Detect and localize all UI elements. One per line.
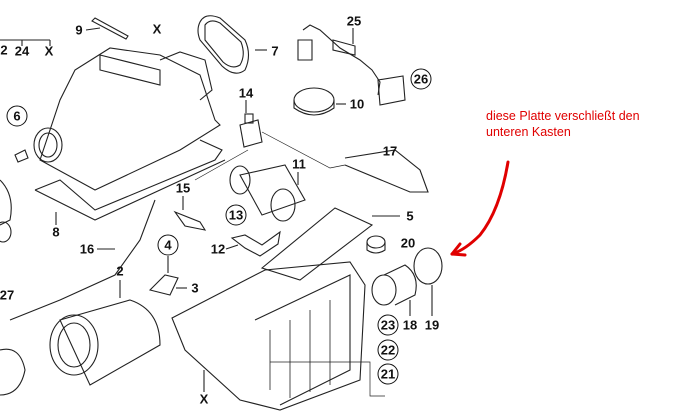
label-18: 18 (402, 317, 418, 333)
label-13: 13 (225, 204, 247, 226)
red-arrow-icon (450, 160, 510, 256)
filter-2 (59, 299, 161, 386)
label-27: 27 (0, 287, 15, 303)
label-3: 3 (191, 280, 199, 296)
label-x: X (152, 21, 162, 37)
label-23: 23 (377, 314, 399, 336)
leader-lines (0, 39, 51, 46)
label-22-partial: 2 (0, 42, 8, 58)
label-19: 19 (424, 317, 440, 333)
label-20: 20 (400, 235, 416, 251)
part-15 (173, 210, 207, 231)
label-15: 15 (175, 180, 191, 196)
label-2: 2 (116, 263, 124, 279)
gasket-8 (34, 139, 226, 221)
clip-3 (148, 274, 179, 296)
hose-17 (344, 149, 429, 193)
label-21: 21 (377, 363, 399, 385)
label-x: X (199, 391, 209, 407)
label-14: 14 (238, 85, 254, 101)
boot-18 (371, 274, 397, 306)
label-22: 22 (377, 339, 399, 361)
label-x: X (44, 43, 54, 59)
intake-ring (33, 127, 63, 163)
cable-16 (9, 199, 156, 321)
label-5: 5 (406, 208, 414, 224)
label-24: 24 (14, 43, 30, 59)
label-17: 17 (382, 143, 398, 159)
connector-26 (377, 75, 406, 106)
filter-11 (239, 164, 306, 216)
label-25: 25 (346, 13, 362, 29)
lid-5 (260, 207, 374, 281)
label-11: 11 (292, 156, 306, 172)
gasket-9 (91, 17, 129, 40)
label-12: 12 (210, 241, 226, 257)
label-9: 9 (75, 22, 83, 38)
part-20 (366, 235, 386, 249)
label-4: 4 (157, 234, 179, 256)
label-26: 26 (410, 68, 432, 90)
seal-7 (197, 15, 250, 74)
annotation-line-2: unteren Kasten (486, 125, 571, 139)
label-7: 7 (271, 43, 279, 59)
annotation-note: diese Platte verschließt den unteren Kas… (486, 108, 640, 140)
bracket-12 (230, 230, 281, 257)
wiring-25 (302, 24, 381, 96)
upper-air-box (39, 47, 221, 191)
plate-19 (413, 247, 443, 285)
label-10: 10 (349, 96, 365, 112)
annotation-line-1: diese Platte verschließt den (486, 109, 640, 123)
label-8: 8 (52, 224, 60, 240)
label-16: 16 (79, 241, 95, 257)
label-6: 6 (6, 105, 28, 127)
part-10 (293, 87, 335, 113)
valve-14 (239, 119, 263, 148)
lower-air-box (171, 261, 366, 411)
